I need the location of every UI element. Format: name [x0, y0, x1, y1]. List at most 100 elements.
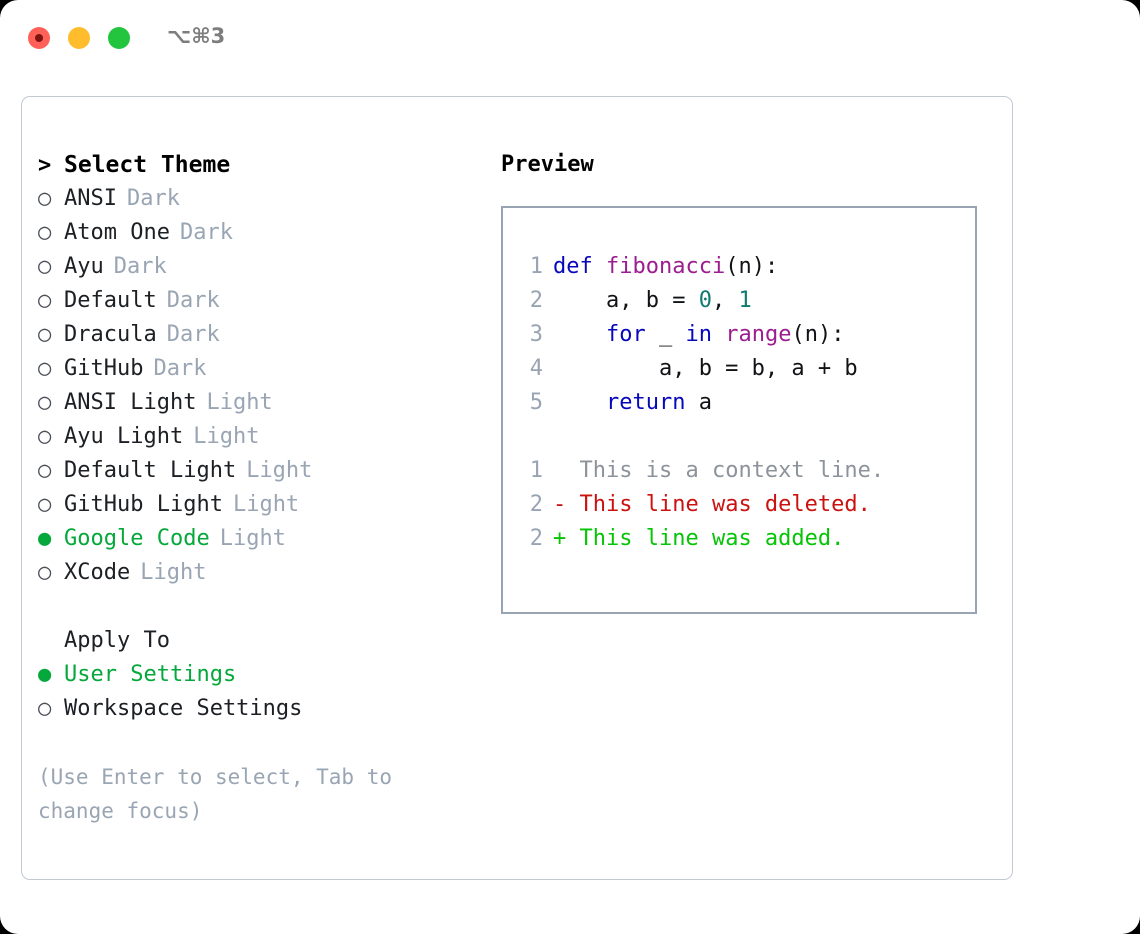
code-token: (n): — [791, 322, 845, 347]
diff-sign: - — [553, 492, 580, 517]
theme-name-label: GitHub — [64, 356, 144, 381]
theme-variant-tag: Dark — [166, 288, 220, 313]
code-token: (n): — [725, 254, 779, 279]
preview-title: Preview — [501, 152, 594, 177]
theme-variant-tag: Dark — [126, 186, 180, 211]
code-line-number: 5 — [529, 390, 543, 415]
code-line-number: 4 — [529, 356, 543, 381]
theme-name-label: Default — [64, 288, 157, 313]
code-token: _ — [645, 322, 686, 347]
diff-line-number: 2 — [529, 526, 543, 551]
select-theme-heading-label: Select Theme — [64, 152, 231, 178]
zoom-window-button[interactable] — [108, 27, 130, 49]
theme-variant-tag: Light — [206, 390, 273, 415]
theme-name-label: Ayu — [64, 254, 104, 279]
code-token: 1 — [738, 288, 752, 313]
theme-name-label: Default Light — [64, 458, 237, 483]
section-spacer — [38, 590, 498, 624]
code-token: a, b = b, a + b — [553, 356, 858, 381]
code-line: 3 for _ in range(n): — [519, 318, 967, 352]
code-line-number: 3 — [529, 322, 543, 347]
theme-name-label: Dracula — [64, 322, 157, 347]
diff-text: This line was added. — [579, 526, 845, 551]
diff-line: 1 This is a context line. — [519, 454, 967, 488]
code-token — [553, 390, 606, 415]
code-token: a — [685, 390, 712, 415]
diff-line-number: 2 — [529, 492, 543, 517]
diff-sign — [553, 458, 580, 483]
theme-variant-tag: Dark — [166, 322, 220, 347]
code-line: 2 a, b = 0, 1 — [519, 284, 967, 318]
caret-icon: > — [38, 153, 52, 178]
code-token: fibonacci — [605, 254, 726, 279]
theme-variant-tag: Dark — [113, 254, 167, 279]
apply-to-list-item[interactable]: ● User Settings — [38, 658, 498, 692]
theme-variant-tag: Light — [219, 526, 286, 551]
theme-variant-tag: Light — [232, 492, 300, 517]
apply-to-label: Workspace Settings — [64, 696, 303, 721]
keyboard-hint-text: (Use Enter to select, Tab to change focu… — [38, 765, 393, 823]
theme-list-item[interactable]: ○ Default Light Light — [38, 454, 498, 488]
theme-name-label: Google Code — [64, 526, 210, 551]
diff-line-number: 1 — [529, 458, 543, 483]
code-token: def — [553, 254, 606, 279]
code-line: 4 a, b = b, a + b — [519, 352, 967, 386]
close-window-button[interactable] — [28, 27, 50, 49]
theme-list-item[interactable]: ○ Ayu Light Light — [38, 420, 498, 454]
code-token: 0 — [698, 288, 712, 313]
theme-variant-tag: Light — [246, 458, 313, 483]
radio-selected-icon: ● — [38, 662, 52, 687]
radio-unselected-icon: ○ — [38, 220, 52, 245]
apply-to-label: User Settings — [64, 662, 237, 687]
theme-name-label: XCode — [64, 560, 131, 585]
apply-to-list: ● User Settings ○Workspace Settings — [38, 658, 498, 726]
traffic-lights — [28, 27, 130, 49]
diff-line: 2 + This line was added. — [519, 522, 967, 556]
code-token: a, b = — [553, 288, 699, 313]
radio-unselected-icon: ○ — [38, 390, 52, 415]
select-theme-heading: > Select Theme — [38, 148, 498, 182]
radio-unselected-icon: ○ — [38, 186, 52, 211]
apply-to-list-item[interactable]: ○Workspace Settings — [38, 692, 498, 726]
theme-variant-tag: Dark — [153, 356, 207, 381]
keyboard-shortcut-label: ⌥⌘3 — [167, 24, 226, 48]
theme-variant-tag: Light — [193, 424, 260, 449]
radio-unselected-icon: ○ — [38, 458, 52, 483]
radio-unselected-icon: ○ — [38, 356, 52, 381]
code-token: , — [711, 288, 739, 313]
code-token: return — [605, 390, 686, 415]
code-token: for — [605, 322, 646, 347]
theme-list-item[interactable]: ○ GitHub Dark — [38, 352, 498, 386]
code-token — [712, 322, 725, 347]
theme-list-item[interactable]: ○ Dracula Dark — [38, 318, 498, 352]
apply-to-heading: Apply To — [38, 624, 498, 658]
theme-name-label: GitHub Light — [64, 492, 223, 517]
diff-text: This is a context line. — [579, 458, 885, 483]
radio-unselected-icon: ○ — [38, 322, 52, 347]
radio-unselected-icon: ○ — [38, 424, 52, 449]
minimize-window-button[interactable] — [68, 27, 90, 49]
apply-to-heading-label: Apply To — [64, 628, 170, 653]
code-token: in — [685, 322, 712, 347]
title-bar: ⌥⌘3 — [0, 0, 1140, 78]
diff-sign: + — [553, 526, 580, 551]
theme-variant-tag: Dark — [179, 220, 233, 245]
theme-name-label: Ayu Light — [64, 424, 184, 449]
